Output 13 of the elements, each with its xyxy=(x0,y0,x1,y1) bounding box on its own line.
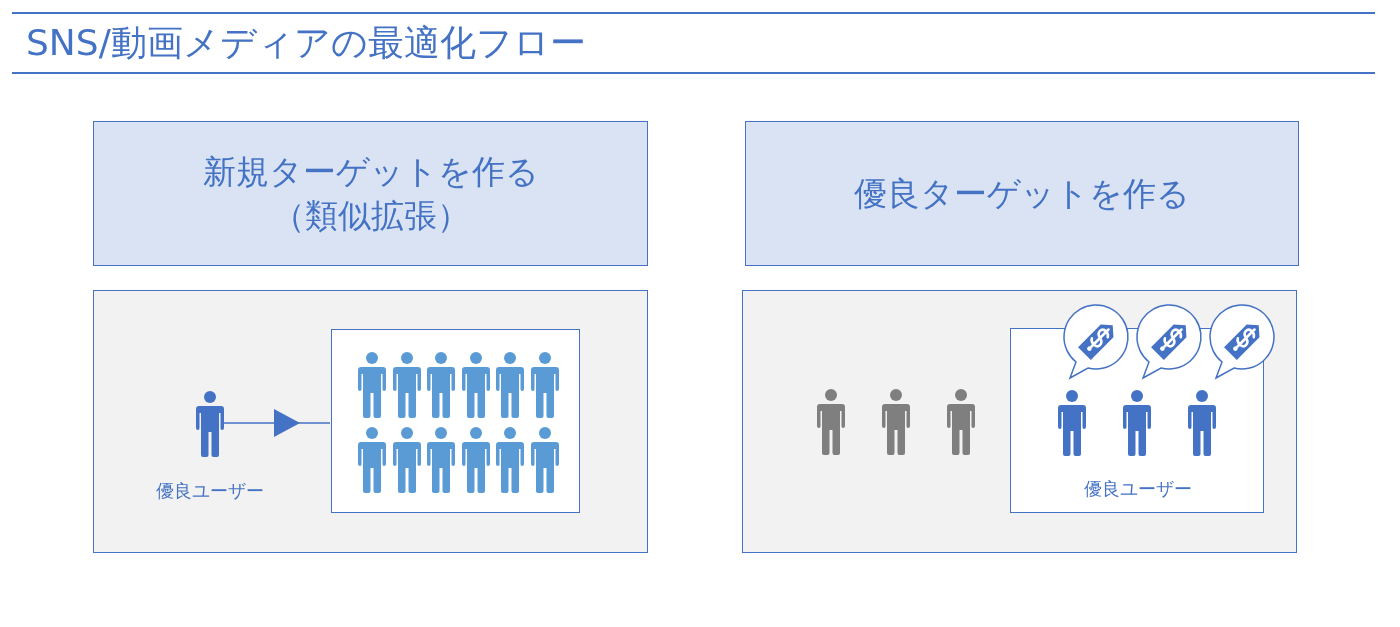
arrow xyxy=(222,409,331,437)
heading-box xyxy=(93,121,648,266)
heading-box xyxy=(745,121,1299,266)
title: SNS/動画メディアの最適化フロー xyxy=(26,21,586,65)
node-label: 優良ユーザー xyxy=(156,479,264,503)
panel-box xyxy=(93,290,648,553)
person-figure xyxy=(196,391,224,457)
panel-box xyxy=(742,290,1297,553)
node-label: 優良ユーザー xyxy=(1084,477,1192,501)
heading-text: 新規ターゲットを作る xyxy=(202,150,539,193)
heading-text: 優良ターゲットを作る xyxy=(854,172,1190,215)
crowd-box xyxy=(331,329,580,513)
heading-text: （類似拡張） xyxy=(271,194,470,237)
